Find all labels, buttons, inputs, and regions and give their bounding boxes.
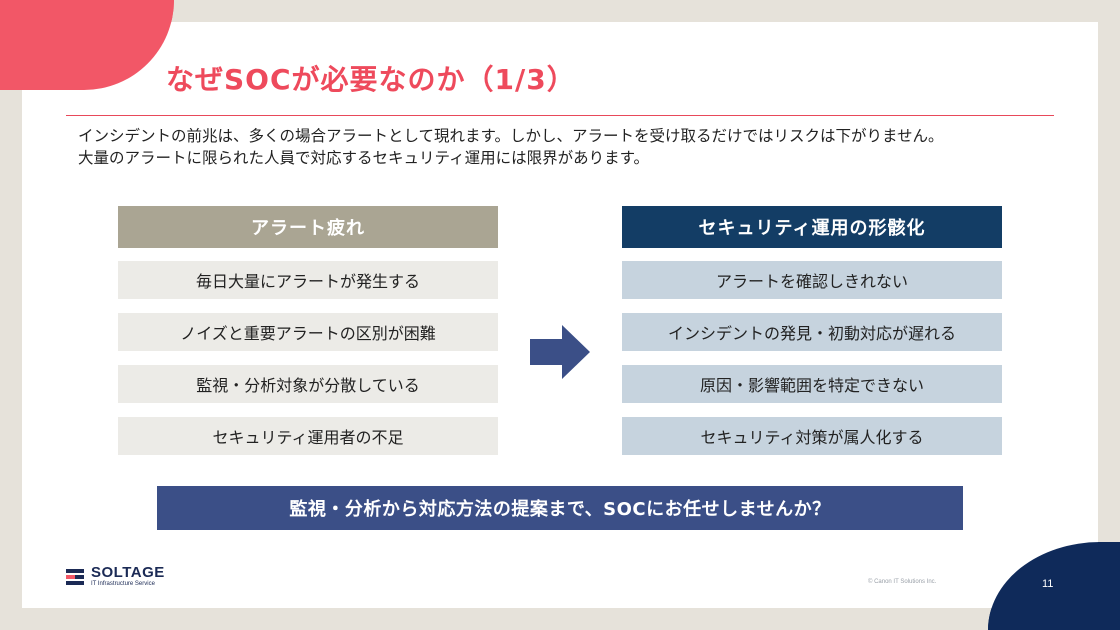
left-item: 毎日大量にアラートが発生する <box>118 261 498 299</box>
copyright-text: © Canon IT Solutions Inc. <box>868 579 937 585</box>
left-item: ノイズと重要アラートの区別が困難 <box>118 313 498 351</box>
right-item: セキュリティ対策が属人化する <box>622 417 1002 455</box>
right-column-heading: セキュリティ運用の形骸化 <box>622 206 1002 248</box>
slide-title: なぜSOCが必要なのか（1/3） <box>166 63 576 96</box>
logo-subtitle: IT Infrastructure Service <box>91 581 155 587</box>
right-item: アラートを確認しきれない <box>622 261 1002 299</box>
call-to-action-banner: 監視・分析から対応方法の提案まで、SOCにお任せしませんか？ <box>157 486 963 530</box>
logo-name: SOLTAGE <box>91 564 165 581</box>
left-column-heading: アラート疲れ <box>118 206 498 248</box>
soltage-logo: SOLTAGE IT Infrastructure Service <box>64 565 165 588</box>
right-arrow-icon <box>530 325 590 379</box>
soltage-logo-icon <box>66 568 84 585</box>
page-number: 11 <box>1042 578 1054 590</box>
right-item: 原因・影響範囲を特定できない <box>622 365 1002 403</box>
intro-line: インシデントの前兆は、多くの場合アラートとして現れます。しかし、アラートを受け取… <box>78 127 944 145</box>
left-item: セキュリティ運用者の不足 <box>118 417 498 455</box>
left-item: 監視・分析対象が分散している <box>118 365 498 403</box>
title-divider <box>66 115 1054 116</box>
intro-line: 大量のアラートに限られた人員で対応するセキュリティ運用には限界があります。 <box>78 149 650 167</box>
right-item: インシデントの発見・初動対応が遅れる <box>622 313 1002 351</box>
intro-text: インシデントの前兆は、多くの場合アラートとして現れます。しかし、アラートを受け取… <box>78 125 1088 169</box>
